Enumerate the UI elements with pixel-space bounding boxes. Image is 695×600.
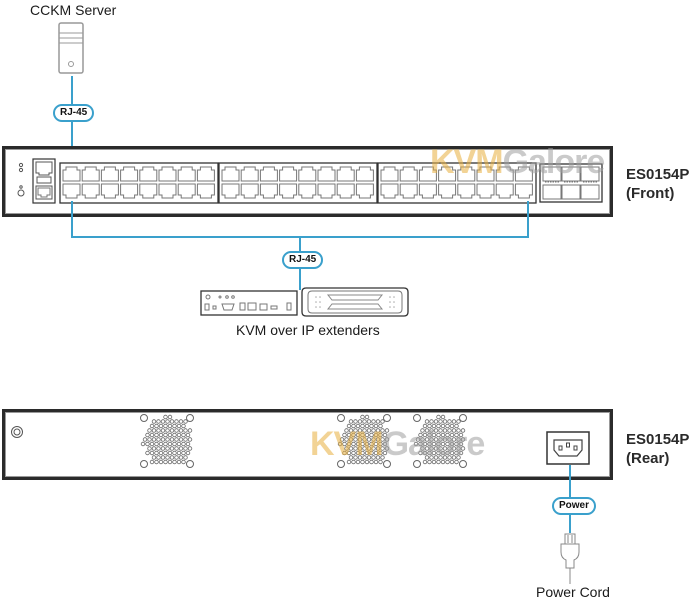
power-tag: Power (552, 497, 597, 515)
fan-grille (140, 414, 194, 468)
power-plug-icon (560, 533, 580, 584)
fan-screw (337, 414, 345, 422)
console-ports (32, 158, 56, 204)
rj45-port (336, 183, 355, 199)
fan-grille (337, 414, 391, 468)
fan-screw (413, 460, 421, 468)
front-panel-leds (17, 162, 25, 197)
rj45-port (418, 183, 437, 199)
rj45-port (457, 166, 476, 182)
rj45-port (355, 166, 374, 182)
rj45-port (457, 183, 476, 199)
fan-screw (140, 460, 148, 468)
rj45-port (240, 166, 259, 182)
rear-view-label: (Rear) (626, 450, 670, 467)
rj45-port (476, 166, 495, 182)
fan-screw (186, 414, 194, 422)
ground-screw-icon (11, 426, 23, 438)
port-block-2 (218, 162, 378, 204)
rj45-port (196, 183, 215, 199)
fan-screw (413, 414, 421, 422)
rj45-port (259, 183, 278, 199)
rj45-port (380, 166, 399, 182)
rj45-port (495, 166, 514, 182)
rj45-port (476, 183, 495, 199)
power-cord-label: Power Cord (536, 584, 610, 600)
front-model-name: ES0154P (626, 166, 690, 183)
rj45-port (62, 166, 81, 182)
rj45-port (221, 183, 240, 199)
rj45-port (100, 166, 119, 182)
rj45-port (139, 183, 158, 199)
rj45-port (221, 166, 240, 182)
sfp-port-block (539, 163, 603, 203)
rj45-port (399, 183, 418, 199)
kvm-extender-transmitter-icon (200, 290, 298, 316)
rear-model-name: ES0154P (626, 431, 690, 448)
fan-screw (459, 414, 467, 422)
rj45-port (139, 166, 158, 182)
rj45-port (336, 166, 355, 182)
rear-panel (2, 409, 613, 480)
rj45-port (120, 183, 139, 199)
kvm-extender-receiver-icon (301, 287, 409, 317)
rj45-port (158, 183, 177, 199)
fan-screw (337, 460, 345, 468)
cable-switch-left-drop (71, 201, 73, 238)
power-inlet-icon (546, 431, 590, 465)
rj45-port (495, 183, 514, 199)
watermark-rear: KVMGalore (310, 425, 485, 463)
rj45-port (514, 166, 533, 182)
rj45-port (380, 183, 399, 199)
rj45-port (196, 166, 215, 182)
rj45-port (399, 166, 418, 182)
rj45-port (298, 183, 317, 199)
extenders-label: KVM over IP extenders (236, 322, 380, 338)
fan-screw (459, 460, 467, 468)
rj45-port (100, 183, 119, 199)
cable-switch-right-drop (527, 201, 529, 238)
cckm-server-label: CCKM Server (30, 2, 117, 18)
rj45-port (418, 166, 437, 182)
rj45-port (279, 183, 298, 199)
rj45-tag-server: RJ-45 (53, 104, 95, 122)
rj45-port (158, 166, 177, 182)
port-block-1 (59, 162, 219, 204)
rj45-port (317, 183, 336, 199)
front-panel-label: ES0154P (Front) (626, 165, 689, 203)
rj45-port (177, 183, 196, 199)
rj45-port (120, 166, 139, 182)
rj45-port (259, 166, 278, 182)
rj45-port (81, 183, 100, 199)
rj45-port (355, 183, 374, 199)
fan-grille (413, 414, 467, 468)
rj45-port (514, 183, 533, 199)
watermark-front: KVMGalore (430, 143, 605, 181)
fan-screw (186, 460, 194, 468)
rj45-port (240, 183, 259, 199)
rj45-port (298, 166, 317, 182)
fan-screw (383, 460, 391, 468)
rj45-port-blocks (59, 162, 537, 204)
rj45-tag-extenders: RJ-45 (282, 251, 324, 269)
rj45-port (81, 166, 100, 182)
rear-panel-label: ES0154P (Rear) (626, 430, 689, 468)
port-block-3 (377, 162, 537, 204)
server-tower-icon (58, 22, 84, 74)
fan-screw (383, 414, 391, 422)
front-view-label: (Front) (626, 185, 675, 202)
rj45-port (62, 183, 81, 199)
rj45-port (438, 183, 457, 199)
fan-screw (140, 414, 148, 422)
rj45-port (177, 166, 196, 182)
rj45-port (438, 166, 457, 182)
rj45-port (279, 166, 298, 182)
rj45-port (317, 166, 336, 182)
